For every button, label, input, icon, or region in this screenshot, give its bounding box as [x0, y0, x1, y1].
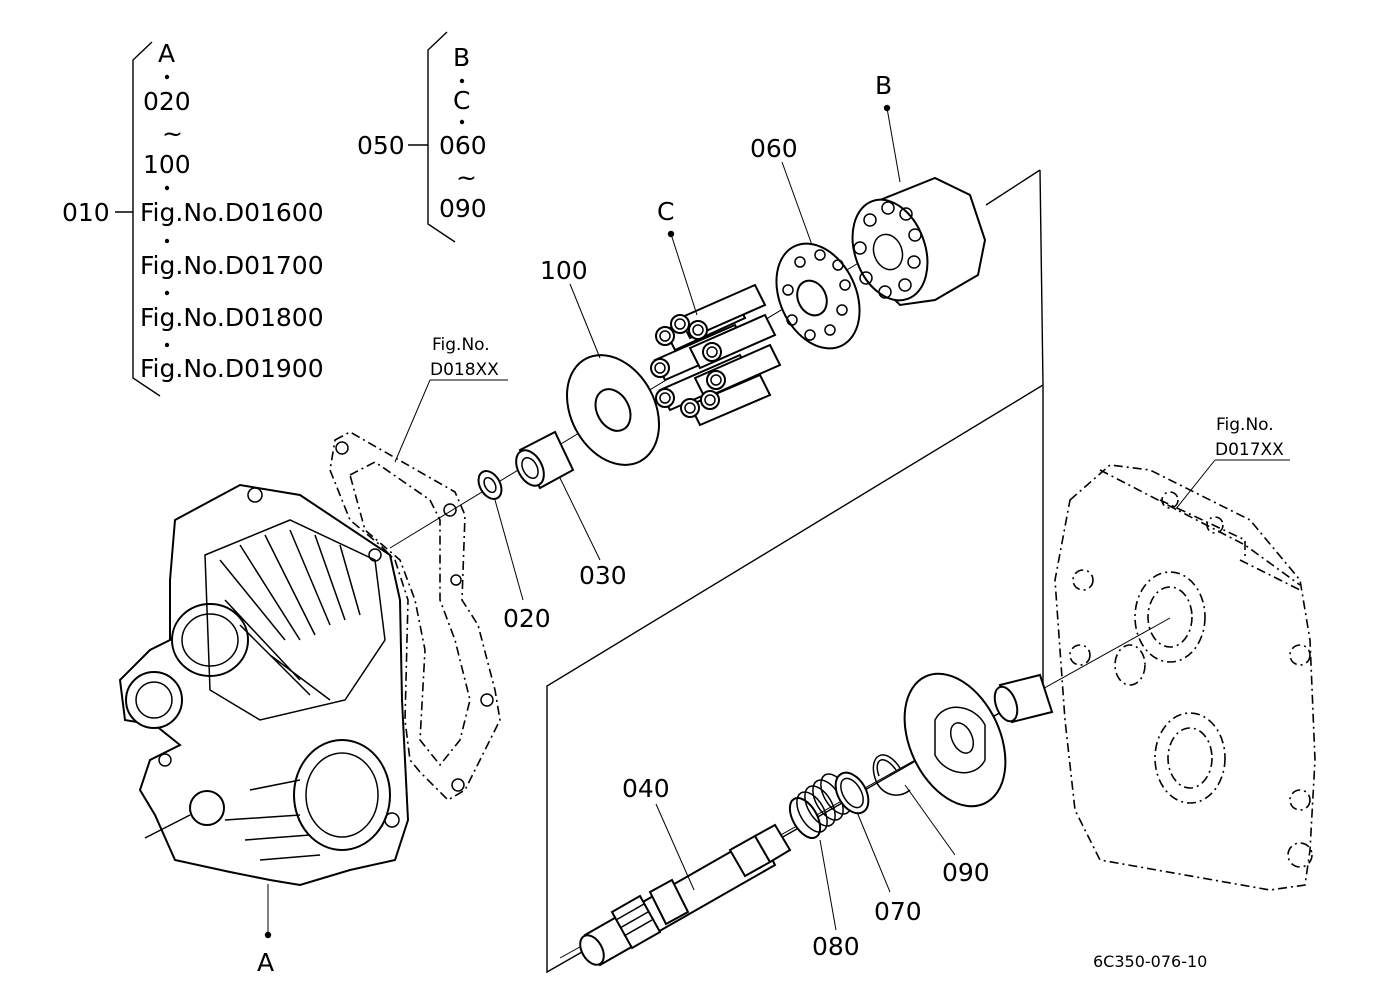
group-050-tilde: ~ — [456, 163, 477, 192]
callout-b: B — [875, 71, 892, 100]
callout-090: 090 — [942, 858, 990, 887]
group-010-fig-d01800: Fig.No.D01800 — [140, 303, 324, 332]
part-040-shaft — [579, 823, 792, 967]
bushing-right — [993, 673, 1054, 724]
group-010-fig-d01600: Fig.No.D01600 — [140, 198, 324, 227]
callout-020: 020 — [503, 604, 551, 633]
group-010-bracket: 010 A 020 ~ 100 Fig.No.D01600 Fig.No.D01… — [62, 39, 324, 397]
assembly-box-050 — [546, 169, 1044, 974]
group-050-item-060: 060 — [439, 131, 487, 160]
group-050-bracket: 050 B C 060 ~ 090 — [357, 31, 487, 243]
callout-060: 060 — [750, 134, 798, 163]
callout-080: 080 — [812, 932, 860, 961]
callout-030: 030 — [579, 561, 627, 590]
callout-c: C — [657, 197, 674, 226]
ref-d017-line2: D017XX — [1215, 440, 1284, 460]
callout-a: A — [257, 948, 274, 977]
group-010-number: 010 — [62, 198, 110, 227]
group-050-item-c: C — [453, 86, 470, 115]
group-010-fig-d01900: Fig.No.D01900 — [140, 354, 324, 383]
part-b-cylinder-block — [851, 176, 987, 307]
group-010-item-100: 100 — [143, 150, 191, 179]
part-c-pistons — [650, 283, 782, 427]
valve-plate — [903, 672, 1007, 808]
group-010-item-020: 020 — [143, 87, 191, 116]
part-070-washer — [834, 771, 870, 815]
leader-lines — [264, 104, 1290, 939]
group-010-item-a: A — [158, 39, 175, 68]
callout-100: 100 — [540, 256, 588, 285]
ref-d018-line1: Fig.No. — [432, 335, 490, 355]
group-010-fig-d01700: Fig.No.D01700 — [140, 251, 324, 280]
part-020-seal — [477, 470, 503, 500]
ref-d018-line2: D018XX — [430, 360, 499, 380]
part-080-spring — [788, 773, 852, 839]
drawing-code: 6C350-076-10 — [1093, 952, 1207, 971]
part-100-plate — [565, 354, 661, 466]
rear-housing — [1054, 464, 1316, 891]
group-050-item-b: B — [453, 43, 470, 72]
gasket — [329, 431, 501, 802]
housing-case — [118, 483, 410, 887]
callout-040: 040 — [622, 774, 670, 803]
callout-070: 070 — [874, 897, 922, 926]
part-060-retainer — [775, 242, 861, 350]
part-090-snap-ring — [872, 754, 911, 796]
part-030-bushing — [515, 430, 575, 490]
group-050-item-090: 090 — [439, 194, 487, 223]
ref-d017-line1: Fig.No. — [1216, 415, 1274, 435]
group-010-tilde: ~ — [162, 119, 183, 148]
group-050-number: 050 — [357, 131, 405, 160]
